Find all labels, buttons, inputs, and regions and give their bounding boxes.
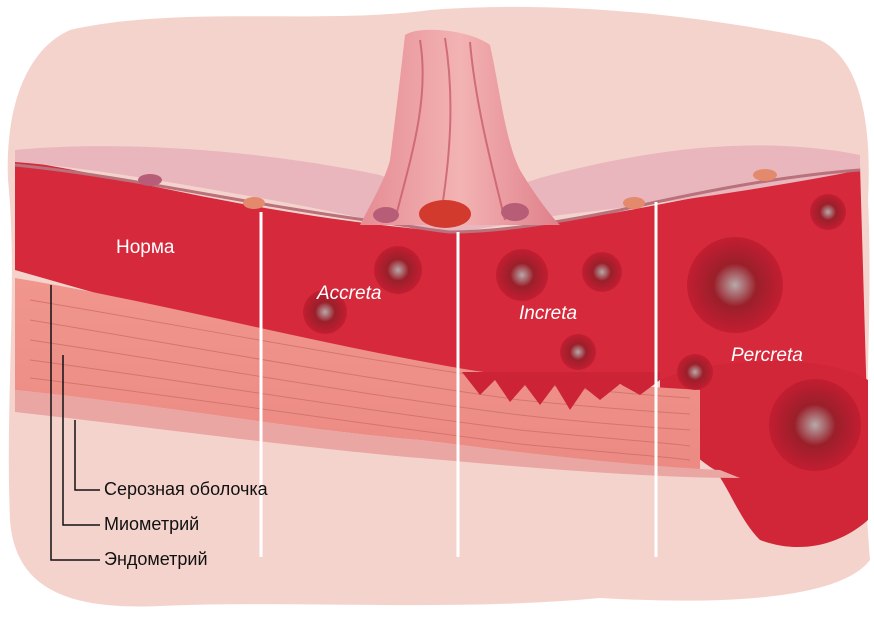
- label-normal: Норма: [116, 237, 174, 259]
- label-myometrium: Миометрий: [104, 514, 199, 535]
- label-accreta: Accreta: [317, 283, 381, 305]
- label-serosa: Серозная оболочка: [104, 479, 268, 500]
- label-increta: Increta: [519, 303, 577, 325]
- label-endometrium: Эндометрий: [104, 549, 208, 570]
- label-percreta: Percreta: [731, 345, 803, 367]
